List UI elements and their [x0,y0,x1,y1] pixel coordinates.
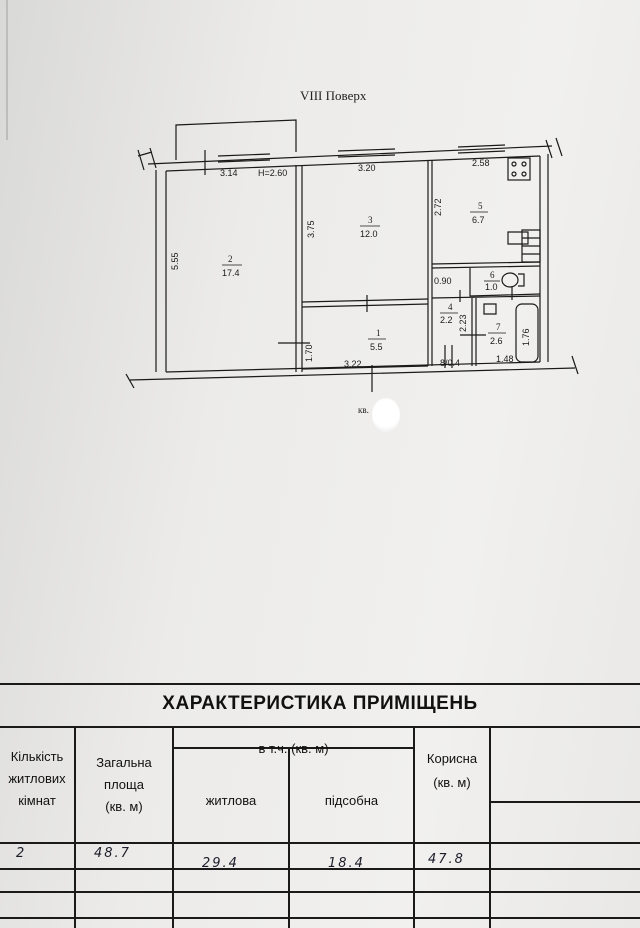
room-4-area: 2.2 [440,315,453,325]
wall-room5-bottom [431,261,541,269]
bathtub-outline [515,303,539,363]
header-total-area-line1: Загальна [96,755,152,770]
stove-outline [507,157,531,181]
room-1-area: 5.5 [370,342,383,352]
window-room5 [457,144,506,154]
room-1-number: 1 [376,328,381,338]
dim-804: 8/0.4 [440,358,460,368]
room-6-area: 1.0 [485,282,498,292]
value-useful: 47.8 [428,852,465,867]
header-auxiliary: підсобна [324,793,379,808]
header-rooms-count-line1: Кількість [10,749,64,764]
room-3-area-text: 12.0 [360,229,378,239]
paper-edge [6,0,8,140]
sink-outline [507,231,529,245]
value-total-area: 48.7 [94,846,131,861]
outer-wall-top-inner [165,155,541,172]
header-useful-line1: Корисна [426,751,478,766]
room-7-area: 2.6 [490,336,503,346]
room-labels: 2 17.4 3 6.7 12.0 5 6.7 6 1.0 4 2.2 7 2.… [222,201,506,352]
wall-room3-room1 [301,298,429,308]
balcony-outline [175,119,297,160]
outer-wall-bottom [129,367,576,381]
dim-322: 3.22 [344,359,362,369]
room-6-number: 6 [490,270,495,280]
room-2-number: 2 [228,254,233,264]
header-living: житлова [205,793,257,808]
room-3-number: 3 [368,215,373,225]
basin-outline [483,303,497,315]
ceiling-height: Н=2.60 [258,168,287,178]
dim-223: 2.23 [458,314,468,332]
dim-176: 1.76 [521,328,531,346]
outer-wall-top [147,145,553,165]
outer-wall-bottom-inner [165,361,541,373]
dim-272: 2.72 [433,198,443,216]
value-rooms-count: 2 [16,846,27,861]
dim-320: 3.20 [358,163,376,173]
dim-090: 0.90 [434,276,452,286]
wall-break-bottom [125,355,579,389]
wall-room4-room7 [471,298,477,366]
header-including: в т.ч. (кв. м) [258,741,329,756]
dim-555: 5.55 [170,252,180,270]
value-auxiliary: 18.4 [328,856,365,871]
value-living: 29.4 [202,856,239,871]
header-total-area-line3: (кв. м) [105,799,143,814]
characteristics-table [0,683,640,928]
dim-314: 3.14 [220,168,238,178]
window-room3 [337,148,396,158]
header-rooms-count-line2: житлових [8,771,66,786]
room-2-area: 17.4 [222,268,240,278]
wall-break-left-top [137,147,157,171]
header-useful-line2: (кв. м) [433,775,471,790]
room6-walls [469,268,541,297]
table-title: ХАРАКТЕРИСТИКА ПРИМІЩЕНЬ [162,693,478,714]
dim-148: 1.48 [496,354,514,364]
floor-title: VIII Поверх [300,88,367,103]
dim-170: 1.70 [304,344,314,362]
room-7-number: 7 [496,322,501,332]
dim-375: 3.75 [306,220,316,238]
header-rooms-count-line3: кімнат [18,793,56,808]
wall-break-right-top [545,137,563,159]
header-total-area-line2: площа [104,777,144,792]
floor-plan: 2 17.4 3 6.7 12.0 5 6.7 6 1.0 4 2.2 7 2.… [125,119,579,392]
apartment-label: кв. [358,405,369,415]
room-5-number: 5 [478,201,483,211]
window-room2 [217,153,271,163]
dim-258: 2.58 [472,158,490,168]
toilet-outline [501,272,519,288]
room-5-area: 6.7 [472,215,485,225]
dimension-labels: 3.14 Н=2.60 3.20 2.58 5.55 3.75 2.72 0.9… [170,158,531,369]
room-4-number: 4 [448,302,453,312]
finger-glare [372,398,400,432]
